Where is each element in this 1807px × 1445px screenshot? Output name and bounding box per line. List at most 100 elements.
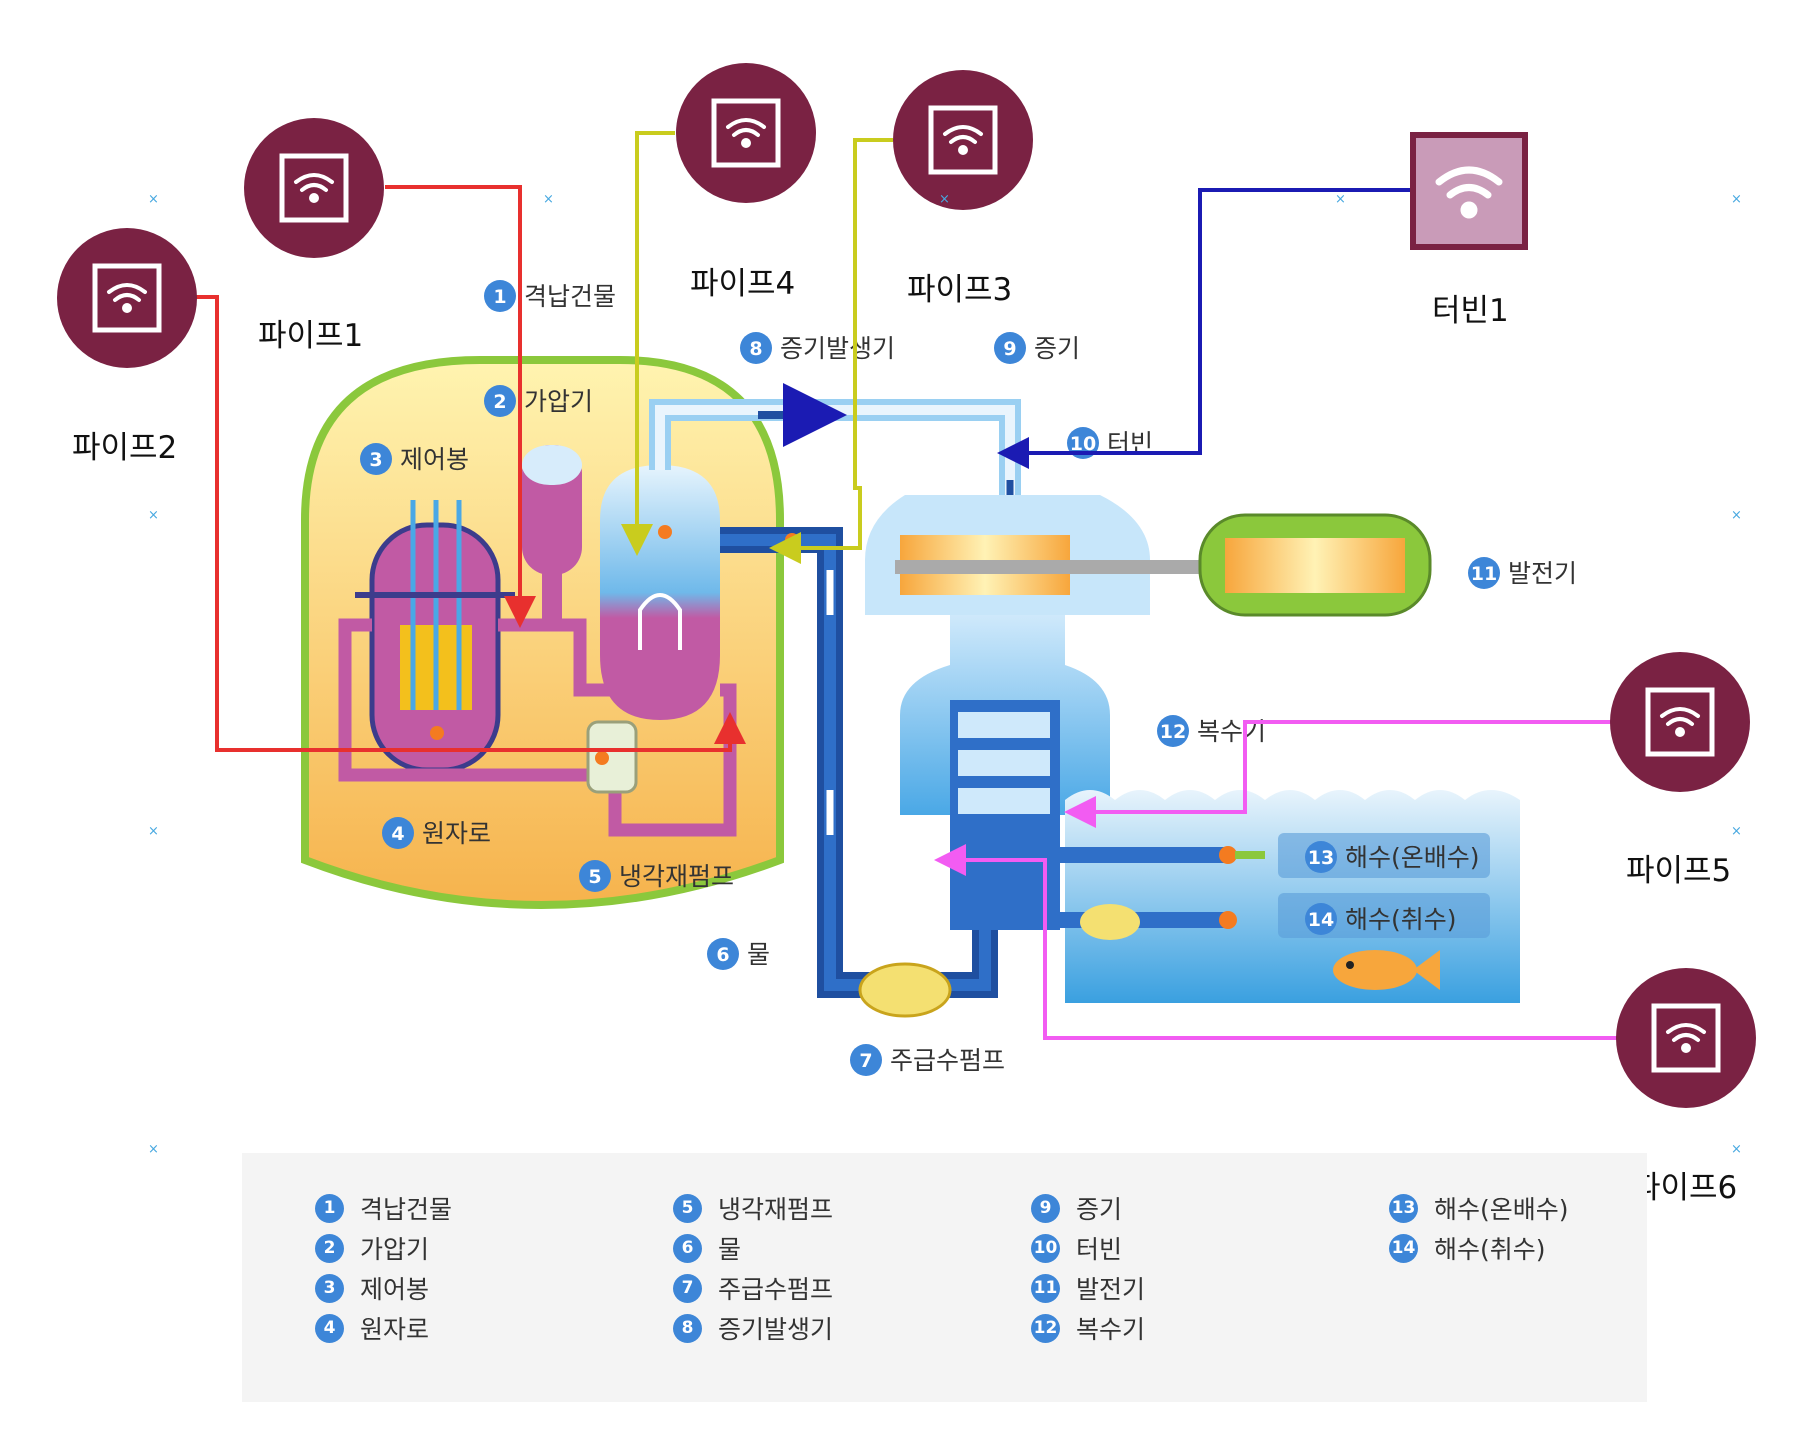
turbine1-link (997, 188, 1413, 469)
marker: × (1731, 824, 1742, 839)
sensor-label-pipe6: 파이프6 (1632, 1170, 1738, 1206)
steam-generator (600, 465, 720, 720)
label-number-badge (994, 332, 1026, 364)
label-text: 증기 (1034, 334, 1080, 363)
label-text: 원자로 (422, 819, 491, 848)
coolant-pump (586, 720, 638, 794)
diagram-label-5: 5 냉각재펌프 (579, 860, 734, 892)
diagram-label-11: 11 발전기 (1468, 557, 1577, 589)
sensor-label-pipe3: 파이프3 (907, 272, 1013, 308)
label-number: 9 (1003, 338, 1016, 360)
label-number: 1 (493, 286, 506, 308)
wifi-icon (107, 283, 147, 313)
wifi-icon (1435, 166, 1503, 219)
diagram-label-1: 1 격납건물 (484, 280, 616, 312)
sensor-pipe6[interactable] (1616, 968, 1756, 1108)
label-text: 제어봉 (400, 445, 469, 474)
pipe5-link (1064, 720, 1615, 828)
label-number: 13 (1308, 847, 1334, 869)
sensor-turbine1[interactable] (1410, 132, 1528, 250)
pipe6-link (934, 844, 1620, 1040)
pipe2-link (195, 295, 746, 752)
label-number-badge (484, 280, 516, 312)
label-number: 11 (1471, 563, 1497, 585)
label-number: 10 (1070, 433, 1096, 455)
marker: × (148, 824, 159, 839)
label-number: 5 (588, 866, 601, 888)
label-number: 7 (859, 1050, 872, 1072)
label-number-badge (1305, 903, 1337, 935)
wifi-icon (294, 173, 334, 203)
label-number-badge (1468, 557, 1500, 589)
diagram-label-8: 8 증기발생기 (740, 332, 895, 364)
label-text: 냉각재펌프 (619, 862, 734, 891)
wifi-icon (943, 125, 983, 155)
sensor-pipe2[interactable] (57, 228, 197, 368)
label-number: 12 (1160, 721, 1186, 743)
diagram-label-3: 3 제어봉 (360, 443, 469, 475)
sensor-label-pipe5: 파이프5 (1626, 853, 1732, 889)
label-number-badge (382, 817, 414, 849)
label-number-badge (360, 443, 392, 475)
feedwater-pump (858, 962, 952, 1018)
pipe3-link (769, 138, 893, 564)
marker: × (1335, 192, 1346, 207)
label-number-badge (1157, 715, 1189, 747)
marker: × (1731, 1142, 1742, 1157)
diagram-label-9: 9 증기 (994, 332, 1080, 364)
marker: × (939, 192, 950, 207)
label-number: 14 (1308, 909, 1334, 931)
pipe1-link (385, 185, 536, 628)
sensor-label-turbine1: 터빈1 (1432, 293, 1509, 329)
marker: × (1731, 508, 1742, 523)
wifi-icon (726, 118, 766, 148)
sensor-label-pipe2: 파이프2 (72, 430, 178, 466)
label-number: 6 (716, 944, 729, 966)
label-number: 3 (369, 449, 382, 471)
sensor-pipe5[interactable] (1610, 652, 1750, 792)
label-number: 4 (391, 823, 404, 845)
label-number-badge (850, 1044, 882, 1076)
label-number-badge (579, 860, 611, 892)
pipe4-link (621, 131, 675, 556)
marker: × (1731, 192, 1742, 207)
label-number-badge (707, 938, 739, 970)
sensor-label-pipe1: 파이프1 (258, 318, 364, 354)
wifi-icon (1666, 1023, 1706, 1053)
marker: × (148, 508, 159, 523)
sensor-pipe1[interactable] (244, 118, 384, 258)
label-number: 8 (749, 338, 762, 360)
label-number-badge (740, 332, 772, 364)
label-text: 물 (747, 940, 770, 969)
wifi-icon (1660, 707, 1700, 737)
sensor-label-pipe4: 파이프4 (690, 266, 796, 302)
label-text: 격납건물 (524, 282, 616, 311)
diagram-label-4: 4 원자로 (382, 817, 491, 849)
label-text: 증기발생기 (780, 334, 895, 363)
label-text: 발전기 (1508, 559, 1577, 588)
sensor-pipe4[interactable] (676, 63, 816, 203)
sensor-pipe3[interactable] (893, 70, 1033, 210)
